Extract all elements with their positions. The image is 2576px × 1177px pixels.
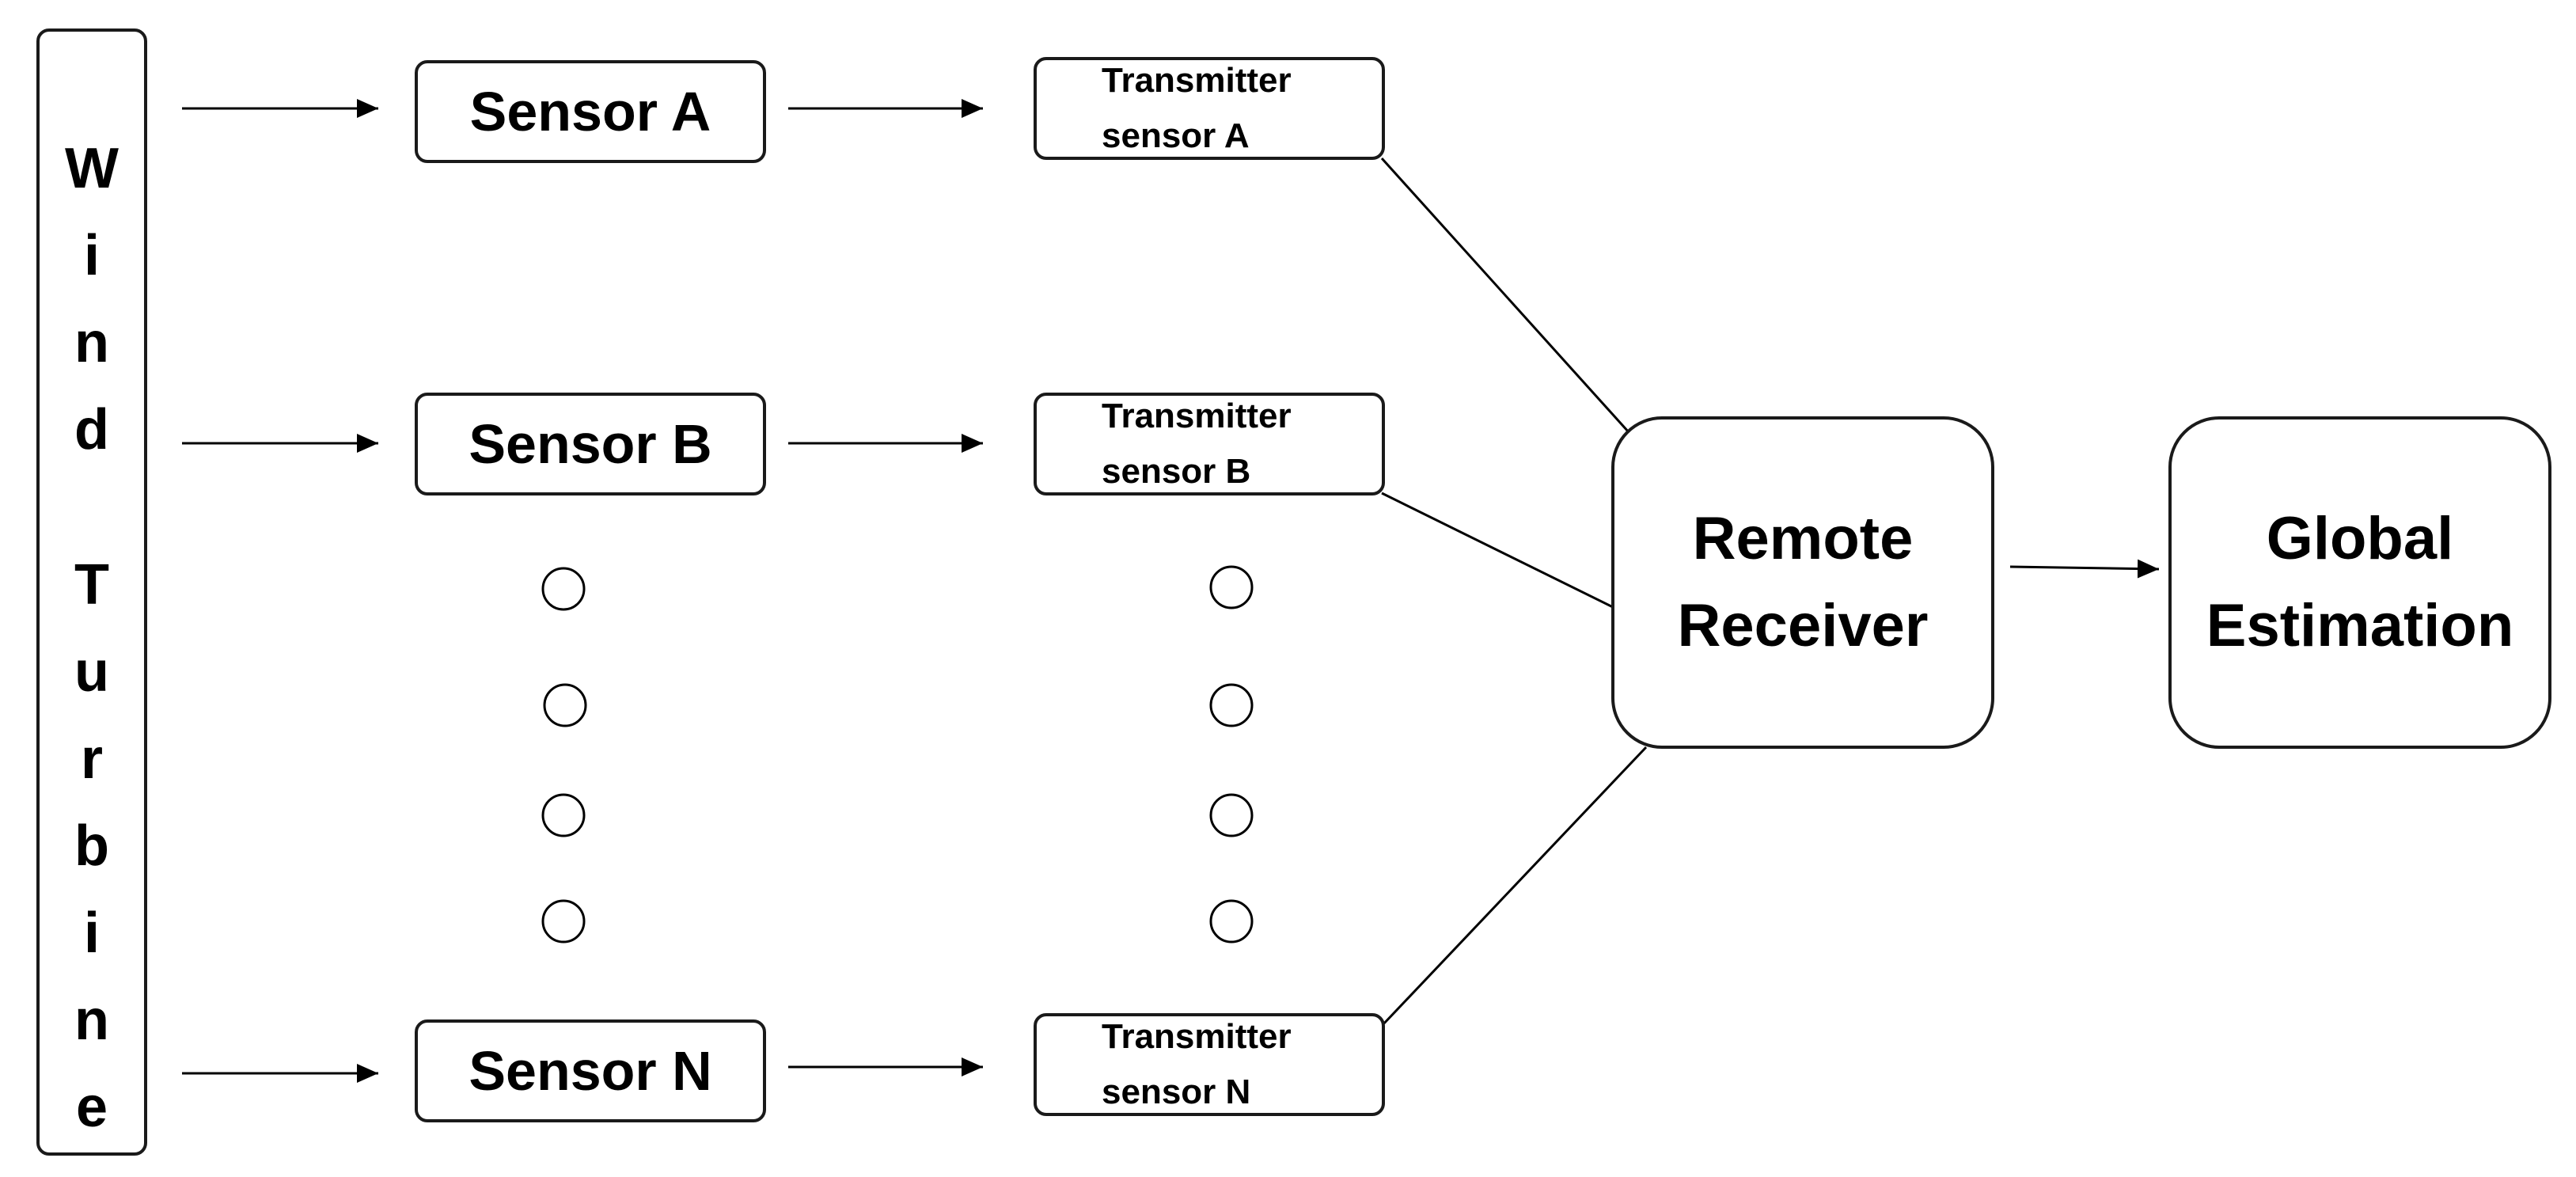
wind-turbine-letter: b: [74, 814, 109, 878]
wind-turbine-letter: d: [74, 398, 109, 461]
sensor-a-label: Sensor A: [469, 81, 711, 142]
transmitter-b-line2: sensor B: [1102, 452, 1251, 491]
transmitter-n-line1: Transmitter: [1102, 1017, 1292, 1056]
sensor-b-box: Sensor B: [415, 393, 766, 495]
transmitter-n-line2: sensor N: [1102, 1073, 1251, 1111]
remote-receiver-line2: Receiver: [1677, 592, 1929, 659]
transmitter-n-box: Transmitter sensor N: [1034, 1013, 1385, 1116]
remote-receiver-line1: Remote: [1692, 505, 1914, 572]
transmitter-a-line2: sensor A: [1102, 116, 1250, 155]
transmitter-b-box: Transmitter sensor B: [1034, 393, 1385, 495]
line-transmitter-n-to-receiver: [1380, 746, 1648, 1027]
wind-turbine-letter: T: [74, 553, 109, 617]
global-estimation-box: Global Estimation: [2168, 416, 2551, 749]
wind-turbine-letter: n: [74, 989, 109, 1052]
transmitter-a-box: Transmitter sensor A: [1034, 57, 1385, 160]
remote-receiver-box: Remote Receiver: [1611, 416, 1994, 749]
global-estimation-line1: Global: [2266, 505, 2454, 572]
wind-turbine-letter: i: [83, 224, 100, 287]
sensor-n-box: Sensor N: [415, 1019, 766, 1122]
ellipsis-dot-sensor-4: [541, 899, 586, 943]
arrow-receiver-to-estimation: [2009, 559, 2160, 579]
wind-turbine-letter: n: [74, 311, 109, 374]
sensor-n-label: Sensor N: [469, 1040, 712, 1102]
ellipsis-dot-sensor-3: [541, 793, 586, 837]
wind-turbine-letter: i: [83, 902, 100, 965]
line-transmitter-b-to-receiver: [1381, 492, 1615, 609]
wind-turbine-letter: r: [80, 727, 104, 791]
wind-turbine-letter: W: [65, 137, 119, 200]
wind-turbine-box: W i n d T u r b i n e: [36, 28, 147, 1156]
global-estimation-line2: Estimation: [2206, 592, 2514, 659]
transmitter-b-line1: Transmitter: [1102, 397, 1292, 435]
ellipsis-dot-transmitter-3: [1209, 793, 1254, 837]
sensor-b-label: Sensor B: [469, 413, 712, 475]
ellipsis-dot-transmitter-2: [1209, 683, 1254, 727]
wind-turbine-letter: u: [74, 640, 109, 704]
ellipsis-dot-sensor-1: [541, 567, 586, 611]
sensor-a-box: Sensor A: [415, 60, 766, 163]
ellipsis-dot-sensor-2: [543, 683, 587, 727]
transmitter-a-line1: Transmitter: [1102, 61, 1292, 100]
ellipsis-dot-transmitter-4: [1209, 899, 1254, 943]
line-transmitter-a-to-receiver: [1380, 157, 1630, 434]
ellipsis-dot-transmitter-1: [1209, 565, 1254, 609]
wind-turbine-letter: e: [75, 1076, 108, 1139]
